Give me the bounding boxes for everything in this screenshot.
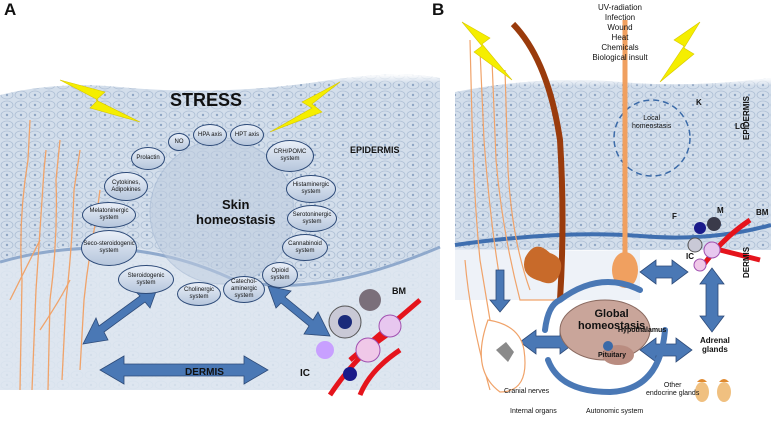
dermis-label-a: DERMIS [185,367,224,378]
hair-shaft-dark [510,21,566,301]
lc-label: LC [735,122,746,131]
bm-label-b: BM [756,208,769,217]
epidermis-label-b: EPIDERMIS [742,95,751,140]
node-crh-pomc: CRH/POMC system [266,140,314,172]
lightning-bolt-right-b [659,21,701,83]
node-catecholaminergic: Catechol-aminergic system [223,276,265,303]
sebaceous-gland [524,246,562,284]
node-melatoninergic: Melatoninergic system [82,202,136,228]
node-hpa-axis: HPA axis [193,124,227,146]
immune-cells-b [687,217,761,272]
node-steroidogenic: Steroidogenic system [118,265,174,294]
f-label: F [672,212,677,221]
local-homeostasis-circle [613,99,691,177]
epidermis-label-a: EPIDERMIS [350,145,400,155]
node-secosteroidogenic: Seco-steroidogenic system [81,230,137,266]
ic-label-b: IC [686,252,694,261]
stress-label: STRESS [170,90,243,110]
node-cytokines: Cytokines, Adipokines [104,172,148,201]
internal-organs-label: Internal organs [510,408,557,415]
cranial-nerves-label: Cranial nerves [504,388,550,395]
bm-label-a: BM [392,286,406,296]
dermis-label-b: DERMIS [742,246,751,278]
adrenal-glands [695,379,731,402]
panel-b-arrows [489,259,725,363]
global-cycle-arrow [542,279,668,396]
autonomic-system-label: Autonomic system [586,408,644,415]
organ-inner [496,342,514,362]
hypothalamus-label: Hypothalamus [618,327,667,334]
node-histaminergic: Histaminergic system [286,175,336,203]
node-cannabinoid: Cannabinoid system [282,234,328,261]
pituitary-label: Pituitary [598,352,627,359]
node-no: NO [168,133,190,151]
m-label: M [717,206,724,215]
k-label: K [696,98,702,107]
panel-b-letter: B [432,0,445,19]
hair-bulb [612,252,638,288]
lightning-bolt-left-b [461,21,513,81]
panel-a-letter: A [4,0,17,19]
panel-a-arrows [82,285,331,385]
immune-cells-a [316,289,422,397]
node-cholinergic: Cholinergic system [177,282,221,306]
node-serotoninergic: Serotoninergic system [287,205,337,232]
node-hpt-axis: HPT axis [230,124,264,146]
brain [559,299,651,365]
ic-label-a: IC [300,368,310,379]
lightning-bolt-left-a [59,79,141,123]
node-prolactin: Prolactin [131,147,165,170]
node-opioid: Opioid system [262,262,298,288]
lightning-bolt-right-a [269,81,341,133]
